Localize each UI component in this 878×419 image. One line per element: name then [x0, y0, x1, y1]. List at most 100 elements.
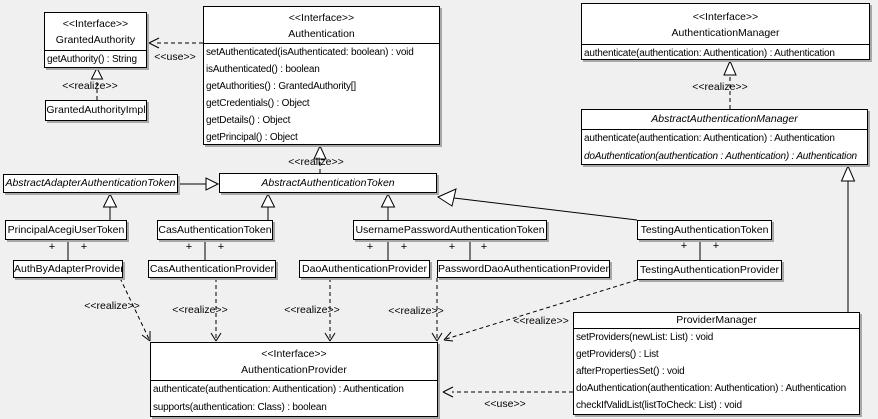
class-name: UsernamePasswordAuthenticationToken — [355, 224, 545, 236]
class-abstract-authentication-manager: AbstractAuthenticationManager authentica… — [581, 109, 868, 165]
association-end-plus: + — [480, 241, 488, 253]
class-header: AbstractAuthenticationManager — [582, 110, 867, 130]
class-name: PrincipalAcegiUserToken — [7, 224, 125, 236]
association-end-plus: + — [366, 241, 374, 253]
class-name: AuthByAdapterProvider — [14, 263, 123, 275]
class-header: <<Interface>> Authentication — [204, 7, 439, 44]
class-name: AuthenticationProvider — [241, 364, 347, 376]
class-name: GrantedAuthority — [55, 34, 136, 46]
association-end-plus: + — [680, 240, 688, 252]
class-name: AbstractAuthenticationToken — [261, 177, 395, 189]
class-principal-acegi-user-token: PrincipalAcegiUserToken — [5, 220, 127, 240]
stereotype-label: <<Interface>> — [62, 18, 129, 30]
class-testing-authentication-provider: TestingAuthenticationProvider — [637, 260, 782, 280]
realize-label: <<realize>> — [284, 304, 340, 316]
class-name: AbstractAuthenticationManager — [651, 113, 798, 125]
method: getPrincipal() : Object — [206, 132, 298, 143]
class-provider-manager: ProviderManager setProviders(newList: Li… — [573, 312, 860, 415]
edge-realize-grantedauthorityimpl-to-grantedauthority — [90, 66, 104, 100]
method: setAuthenticated(isAuthenticated: boolea… — [206, 47, 414, 58]
class-name: GrantedAuthorityImpl — [46, 104, 146, 116]
class-name: PasswordDaoAuthenticationProvider — [438, 263, 610, 275]
method: supports(authentication: Class) : boolea… — [153, 402, 327, 413]
class-auth-by-adapter-provider: AuthByAdapterProvider — [13, 260, 123, 278]
class-dao-authentication-provider: DaoAuthenticationProvider — [299, 260, 430, 278]
use-label: <<use>> — [154, 51, 196, 63]
method: doAuthentication(authentication : Authen… — [584, 151, 857, 162]
class-cas-authentication-token: CasAuthenticationToken — [157, 220, 273, 240]
methods-compartment: getAuthority() : String — [45, 51, 146, 67]
method: setProviders(newList: List) : void — [576, 332, 714, 343]
edge-generalization-castoken-to-abstracttoken — [260, 192, 276, 220]
class-name: AbstractAdapterAuthenticationToken — [5, 177, 176, 189]
class-granted-authority-impl: GrantedAuthorityImpl — [45, 100, 147, 121]
edge-realize-casprovider-to-authenticationprovider — [210, 278, 222, 342]
realize-label: <<realize>> — [513, 315, 569, 327]
methods-compartment: authenticate(authentication: Authenticat… — [582, 130, 867, 164]
edge-realize-abstractauthenticationtoken-to-authentication — [313, 144, 327, 173]
method: checkIfValidList(listToCheck: List) : vo… — [576, 400, 742, 411]
realize-label: <<realize>> — [62, 80, 118, 92]
method: getCredentials() : Object — [206, 98, 310, 109]
class-header: <<Interface>> GrantedAuthority — [45, 13, 146, 51]
edge-realize-passworddaoprovider-to-authenticationprovider — [431, 278, 443, 342]
class-username-password-authentication-token: UsernamePasswordAuthenticationToken — [353, 220, 547, 240]
edge-generalization-providermanager-to-abstractauthenticationmanager — [840, 164, 856, 312]
class-name: AuthenticationManager — [671, 27, 780, 39]
method: authenticate(authentication: Authenticat… — [153, 384, 404, 395]
class-cas-authentication-provider: CasAuthenticationProvider — [148, 260, 276, 278]
class-granted-authority: <<Interface>> GrantedAuthority getAuthor… — [44, 12, 147, 68]
association-end-plus: + — [185, 241, 193, 253]
class-name: ProviderManager — [676, 314, 757, 326]
edge-generalization-testingtoken-to-abstracttoken — [436, 188, 638, 221]
class-name: DaoAuthenticationProvider — [302, 263, 427, 275]
edge-use-providermanager-to-authenticationprovider — [442, 386, 573, 398]
edge-realize-daoprovider-to-authenticationprovider — [324, 278, 336, 342]
class-header: <<Interface>> AuthenticationProvider — [151, 343, 437, 381]
stereotype-label: <<Interface>> — [288, 12, 355, 24]
association-end-plus: + — [400, 241, 408, 253]
methods-compartment: setAuthenticated(isAuthenticated: boolea… — [204, 44, 439, 144]
class-name: CasAuthenticationProvider — [149, 263, 275, 275]
method: getProviders() : List — [576, 349, 659, 360]
class-name: TestingAuthenticationToken — [640, 224, 769, 236]
edge-realize-testingprovider-to-authenticationprovider — [443, 279, 638, 342]
realize-label: <<realize>> — [84, 300, 140, 312]
realize-label: <<realize>> — [388, 305, 444, 317]
association-end-plus: + — [712, 240, 720, 252]
method: afterPropertiesSet() : void — [576, 366, 685, 377]
association-end-plus: + — [80, 241, 88, 253]
method: authenticate(authentication: Authenticat… — [584, 133, 835, 144]
methods-compartment: setProviders(newList: List) : void getPr… — [574, 329, 859, 414]
class-name: TestingAuthenticationProvider — [640, 264, 779, 276]
edge-realize-abstractauthenticationmanager-to-authenticationmanager — [723, 59, 737, 109]
method: getAuthorities() : GrantedAuthority[] — [206, 81, 356, 92]
use-label: <<use>> — [484, 398, 526, 410]
stereotype-label: <<Interface>> — [692, 11, 759, 23]
class-authentication: <<Interface>> Authentication setAuthenti… — [203, 6, 440, 145]
edge-realize-authbyadapterprovider-to-authenticationprovider — [119, 277, 151, 342]
association-end-plus: + — [448, 241, 456, 253]
edge-generalization-usernamepasswordtoken-to-abstracttoken — [380, 192, 396, 220]
method: getDetails() : Object — [206, 115, 291, 126]
class-testing-authentication-token: TestingAuthenticationToken — [637, 220, 772, 240]
realize-label: <<realize>> — [172, 304, 228, 316]
association-end-plus: + — [48, 241, 56, 253]
class-abstract-adapter-authentication-token: AbstractAdapterAuthenticationToken — [3, 174, 178, 193]
edge-generalization-principaltoken-to-abstractadapter — [102, 192, 118, 220]
class-password-dao-authentication-provider: PasswordDaoAuthenticationProvider — [437, 260, 610, 278]
class-header: <<Interface>> AuthenticationManager — [582, 4, 869, 45]
stereotype-label: <<Interface>> — [261, 348, 327, 360]
class-name: Authentication — [288, 28, 355, 40]
edge-use-authentication-to-grantedauthority — [148, 37, 203, 49]
class-authentication-provider: <<Interface>> AuthenticationProvider aut… — [150, 342, 438, 417]
edge-generalization-abstractadapter-to-abstracttoken — [178, 177, 220, 191]
methods-compartment: authenticate(authentication: Authenticat… — [582, 45, 869, 59]
realize-label: <<realize>> — [288, 156, 344, 168]
method: getAuthority() : String — [47, 54, 137, 65]
method: authenticate(authentication: Authenticat… — [584, 48, 835, 59]
class-authentication-manager: <<Interface>> AuthenticationManager auth… — [581, 3, 870, 60]
methods-compartment: authenticate(authentication: Authenticat… — [151, 381, 437, 416]
